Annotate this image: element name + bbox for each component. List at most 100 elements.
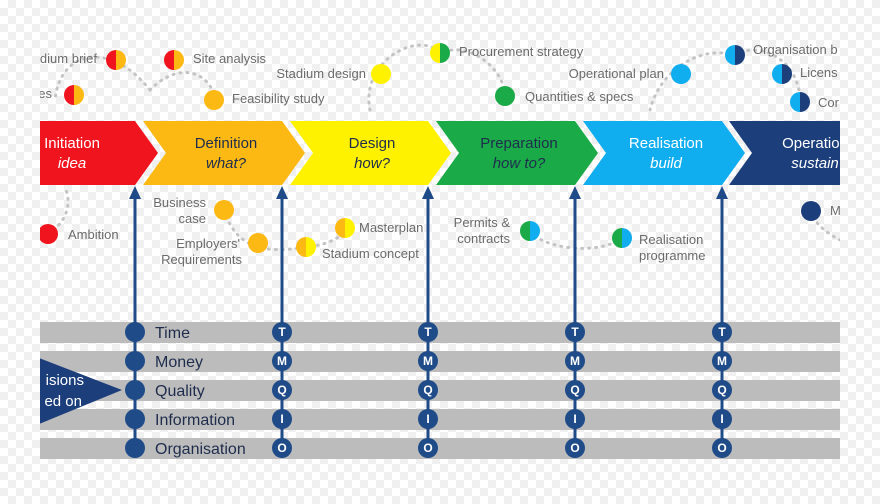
dot-cor	[790, 92, 810, 112]
gate-letter-o: O	[277, 441, 286, 455]
dot-stadium-brief	[106, 50, 126, 70]
label-ambition: Ambition	[68, 227, 119, 242]
label-realisation-programme-2: programme	[639, 248, 705, 263]
dot-masterplan-right	[345, 218, 355, 238]
gate-letter-t: T	[424, 325, 432, 339]
dot-m	[801, 201, 821, 221]
decision-text-line2: ed on	[44, 393, 82, 410]
decision-panel: isions ed on	[40, 358, 122, 424]
stage-initiation[interactable]: Initiation idea	[20, 121, 158, 185]
gate-node-money	[272, 351, 292, 371]
stage-design[interactable]: Design how?	[290, 121, 451, 185]
dot-business-case	[214, 200, 234, 220]
label-cor: Cor	[818, 95, 840, 110]
gate-1	[125, 186, 145, 458]
dot-stadium-brief-left	[106, 50, 116, 70]
chevron-definition	[143, 121, 305, 185]
dot-stadium-concept	[296, 237, 316, 257]
stage-realisation-title: Realisation	[629, 135, 703, 152]
gate-arrowhead	[129, 186, 141, 199]
label-stadium-design: Stadium design	[276, 66, 366, 81]
dot-es	[64, 85, 84, 105]
stage-design-subtitle: how?	[354, 155, 391, 172]
dot-site-analysis	[164, 50, 184, 70]
dot-ambition	[40, 224, 58, 244]
label-business-case-1: Business	[153, 195, 206, 210]
gate-node-organisation	[272, 438, 292, 458]
gate-node-quality	[565, 380, 585, 400]
decision-text-line1: isions	[46, 372, 84, 389]
gate-letter-q: Q	[423, 383, 432, 397]
criteria-label-information: Information	[155, 412, 235, 429]
gate-arrowhead	[716, 186, 728, 199]
label-operational-plan: Operational plan	[569, 66, 664, 81]
stage-initiation-title: Initiation	[44, 135, 100, 152]
loop-design	[367, 43, 507, 112]
dot-stadium-design	[371, 64, 391, 84]
gate-letter-m: M	[423, 354, 433, 368]
dot-employers-requirements-fill	[248, 233, 268, 253]
criteria-label-organisation: Organisation	[155, 441, 246, 458]
criteria-labels: Time Money Quality Information Organisat…	[155, 325, 246, 458]
label-stadium-concept: Stadium concept	[322, 246, 419, 261]
gate-letter-t: T	[718, 325, 726, 339]
label-site-analysis: Site analysis	[193, 51, 266, 66]
stage-operation[interactable]: Operation sustain	[729, 121, 880, 185]
gate-node-money	[125, 351, 145, 371]
dot-licens-right	[782, 64, 792, 84]
criteria-label-time: Time	[155, 325, 190, 342]
gate-arrowhead	[569, 186, 581, 199]
stage-realisation[interactable]: Realisation build	[583, 121, 745, 185]
dot-organisation-right	[735, 45, 745, 65]
stage-realisation-subtitle: build	[650, 155, 682, 172]
loop-initiation	[53, 55, 152, 102]
gate-letter-o: O	[717, 441, 726, 455]
dot-permits-contracts	[520, 221, 540, 241]
gate-node-time	[418, 322, 438, 342]
chevron-initiation	[40, 121, 158, 185]
dot-permits-contracts-right	[530, 221, 540, 241]
dot-business-case-fill	[214, 200, 234, 220]
dot-licens	[772, 64, 792, 84]
label-organisation: Organisation b	[753, 42, 838, 57]
stage-definition[interactable]: Definition what?	[143, 121, 305, 185]
stage-preparation-title: Preparation	[480, 135, 558, 152]
label-es: es	[38, 86, 52, 101]
dot-stadium-concept-right	[306, 237, 316, 257]
activity-dots	[40, 43, 821, 257]
dot-organisation	[725, 45, 745, 65]
dot-employers-requirements	[248, 233, 268, 253]
stage-definition-title: Definition	[195, 135, 258, 152]
gate-letter-q: Q	[277, 383, 286, 397]
dot-m-fill	[801, 201, 821, 221]
criteria-band-time	[40, 322, 840, 343]
gate-node-quality	[418, 380, 438, 400]
dot-ambition-fill	[40, 224, 58, 244]
criteria-band-organisation	[40, 438, 840, 459]
gate-node-information	[125, 409, 145, 429]
loop-definition-lower	[222, 208, 347, 252]
gate-arrowhead	[422, 186, 434, 199]
gate-node-information	[712, 409, 732, 429]
gate-node-quality	[712, 380, 732, 400]
gate-node-organisation	[712, 438, 732, 458]
criteria-band-information	[40, 409, 840, 430]
loop-operation-lower	[808, 209, 840, 242]
dot-quantities-specs-fill	[495, 86, 515, 106]
gate-node-money	[418, 351, 438, 371]
dot-masterplan-left	[335, 218, 345, 238]
chevron-preparation	[436, 121, 598, 185]
stage-preparation[interactable]: Preparation how to?	[436, 121, 598, 185]
criteria-band-quality	[40, 380, 840, 401]
stage-definition-subtitle: what?	[206, 155, 247, 172]
chevron-realisation	[583, 121, 745, 185]
gate-node-quality	[125, 380, 145, 400]
chevron-operation	[729, 121, 840, 185]
gate-node-information	[418, 409, 438, 429]
gate-node-time	[272, 322, 292, 342]
gate-letter-t: T	[278, 325, 286, 339]
gate-letter-i: I	[426, 412, 429, 426]
